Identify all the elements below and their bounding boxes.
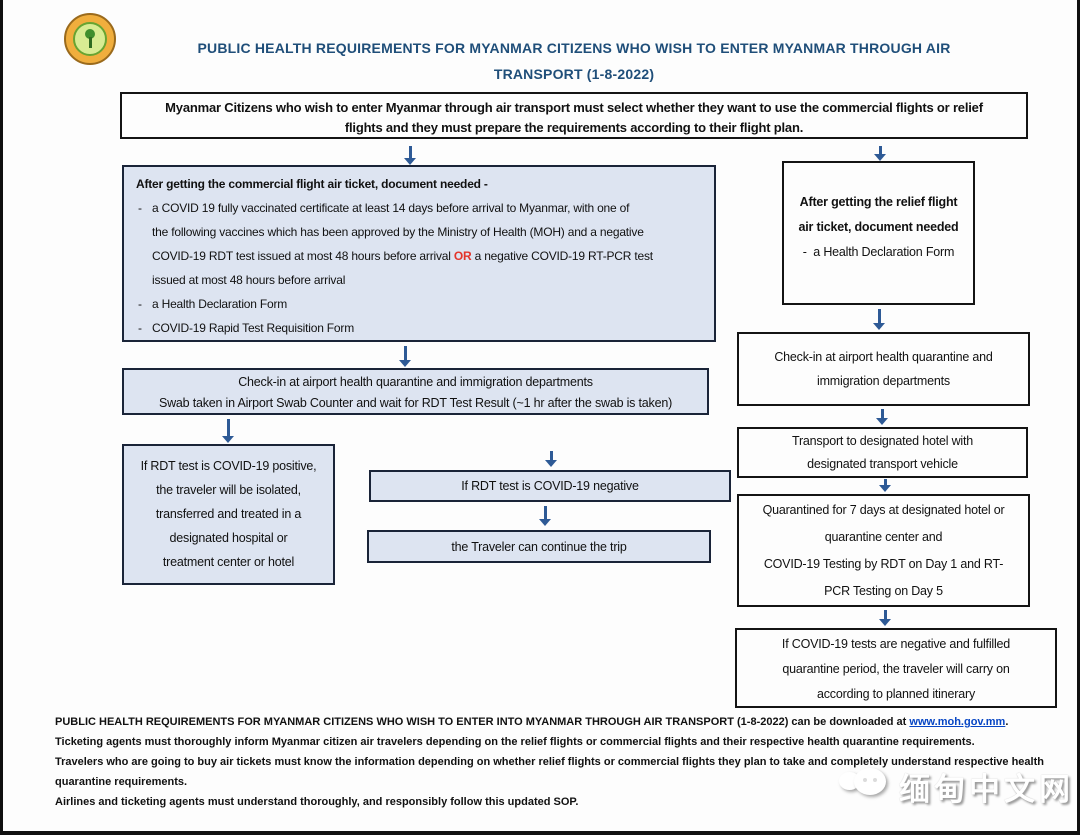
footer-p3: Travelers who are going to buy air ticke…: [55, 756, 1044, 788]
final-outcome-box: If COVID-19 tests are negative and fulfi…: [735, 628, 1057, 708]
quarantine-box: Quarantined for 7 days at designated hot…: [737, 494, 1030, 607]
commercial-bullet-3: - COVID-19 Rapid Test Requisition Form: [138, 321, 354, 335]
relief-bullet: - a Health Declaration Form: [802, 245, 955, 259]
relief-heading-line2: air ticket, document needed: [798, 220, 959, 234]
arrow-negative-to-continue: [539, 506, 551, 526]
transport-box: Transport to designated hotel with desig…: [737, 427, 1028, 478]
intro-banner-line1: Myanmar Citizens who wish to enter Myanm…: [165, 100, 983, 115]
intro-banner-box: Myanmar Citizens who wish to enter Myanm…: [120, 92, 1028, 139]
footer-p1: PUBLIC HEALTH REQUIREMENTS FOR MYANMAR C…: [55, 716, 1009, 728]
page-title-line1: PUBLIC HEALTH REQUIREMENTS FOR MYANMAR C…: [197, 40, 951, 56]
continue-trip-box: the Traveler can continue the trip: [367, 530, 711, 563]
arrow-banner-to-commercial: [404, 146, 416, 165]
arrow-checkin-to-transport: [876, 409, 888, 425]
page-title: PUBLIC HEALTH REQUIREMENTS FOR MYANMAR C…: [120, 40, 1028, 82]
rdt-negative-box: If RDT test is COVID-19 negative: [369, 470, 731, 502]
intro-banner-line2: flights and they must prepare the requir…: [344, 120, 804, 135]
or-highlight: OR: [453, 249, 472, 263]
ministry-of-health-seal-icon: [64, 13, 116, 65]
page-title-line2: TRANSPORT (1-8-2022): [493, 66, 655, 82]
footer-p2: Ticketing agents must thoroughly inform …: [55, 736, 975, 748]
checkin-right-box: Check-in at airport health quarantine an…: [737, 332, 1030, 406]
chat-bubbles-icon: [839, 766, 891, 808]
footer-p4: Airlines and ticketing agents must under…: [55, 796, 579, 808]
commercial-heading: After getting the commercial flight air …: [136, 177, 488, 191]
footer-notes: PUBLIC HEALTH REQUIREMENTS FOR MYANMAR C…: [55, 712, 1050, 812]
arrow-checkin-to-positive: [222, 419, 234, 443]
relief-heading-line1: After getting the relief flight: [799, 195, 958, 209]
commercial-flight-box: After getting the commercial flight air …: [122, 165, 716, 342]
arrow-banner-to-relief: [874, 146, 886, 161]
photo-edge-bottom: [0, 831, 1080, 835]
relief-flight-box: After getting the relief flight air tick…: [782, 161, 975, 305]
watermark-text: 缅甸中文网: [899, 772, 1074, 807]
arrow-quarantine-to-final: [879, 610, 891, 626]
arrow-relief-to-checkin: [873, 309, 885, 330]
arrow-commercial-to-checkin: [399, 346, 411, 367]
commercial-bullet-2: - a Health Declaration Form: [138, 297, 288, 311]
arrow-to-negative: [545, 451, 557, 467]
photo-edge-right: [1077, 0, 1080, 835]
checkin-left-box: Check-in at airport health quarantine an…: [122, 368, 709, 415]
site-watermark: 缅甸中文网: [839, 764, 1074, 809]
photo-edge-left: [0, 0, 3, 835]
arrow-transport-to-quarantine: [879, 479, 891, 492]
moh-download-link[interactable]: www.moh.gov.mm: [909, 716, 1006, 728]
rdt-positive-box: If RDT test is COVID-19 positive, the tr…: [122, 444, 335, 585]
commercial-bullet-1: - a COVID 19 fully vaccinated certificat…: [138, 201, 653, 287]
